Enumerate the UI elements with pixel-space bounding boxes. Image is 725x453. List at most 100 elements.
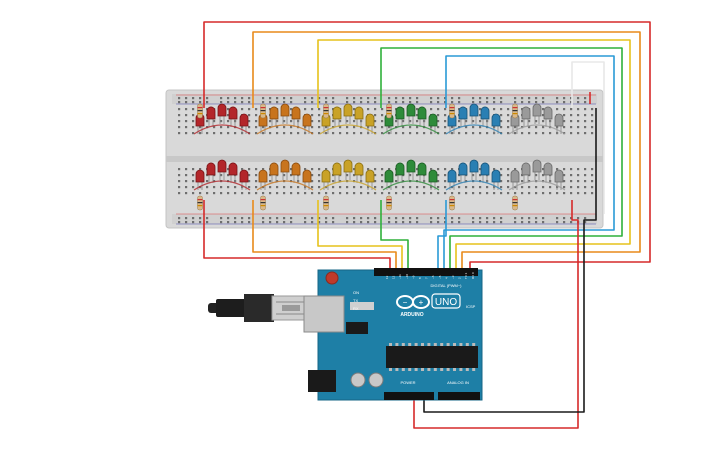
- wire-orange-bottom[interactable]: [252, 200, 397, 272]
- wire-red-power[interactable]: [413, 200, 579, 429]
- capacitor-2: [368, 372, 384, 388]
- led-green[interactable]: [417, 162, 427, 183]
- digital-pin-label: TX 1: [464, 272, 468, 279]
- led-white[interactable]: [554, 169, 564, 190]
- resistor[interactable]: [197, 195, 203, 211]
- led-array: [193, 103, 566, 211]
- digital-pin-label: 2: [458, 277, 462, 279]
- usb-cable: [208, 294, 313, 322]
- resistor[interactable]: [386, 103, 392, 119]
- led-bus-orange: [256, 124, 314, 135]
- digital-pin-label: ~11: [398, 274, 402, 279]
- led-bus-green: [382, 124, 440, 135]
- arduino-logo: − +: [396, 295, 430, 309]
- led-red[interactable]: [206, 106, 216, 127]
- led-bus-yellow: [319, 124, 377, 135]
- uno-logo-text: UNO: [435, 297, 457, 308]
- led-red[interactable]: [206, 162, 216, 183]
- led-yellow[interactable]: [365, 169, 375, 190]
- wire-red-bottom[interactable]: [203, 200, 391, 272]
- led-white[interactable]: [532, 103, 542, 124]
- led-white[interactable]: [510, 169, 520, 190]
- resistor[interactable]: [512, 103, 518, 119]
- resistor[interactable]: [449, 103, 455, 119]
- led-red[interactable]: [195, 169, 205, 190]
- wire-yellow-top[interactable]: [317, 39, 631, 272]
- wire-blue-bottom[interactable]: [437, 200, 447, 272]
- led-red[interactable]: [217, 159, 227, 180]
- led-green[interactable]: [384, 169, 394, 190]
- led-red[interactable]: [239, 113, 249, 134]
- led-green[interactable]: [406, 159, 416, 180]
- led-blue[interactable]: [491, 169, 501, 190]
- wire-yellow-bottom[interactable]: [317, 200, 403, 272]
- tx-label: TX: [353, 298, 358, 303]
- wire-red-top[interactable]: [203, 21, 651, 272]
- digital-header-label: DIGITAL (PWM~): [431, 283, 463, 288]
- led-blue[interactable]: [469, 103, 479, 124]
- led-yellow[interactable]: [343, 159, 353, 180]
- wire-orange-top[interactable]: [252, 31, 641, 272]
- led-white[interactable]: [521, 106, 531, 127]
- resistor[interactable]: [512, 195, 518, 211]
- led-blue[interactable]: [491, 113, 501, 134]
- wire-black-ground[interactable]: [423, 108, 597, 413]
- digital-pin-label: ~10: [405, 274, 409, 279]
- digital-header[interactable]: [374, 268, 478, 276]
- led-green[interactable]: [417, 106, 427, 127]
- digital-pin-label: 7: [425, 277, 429, 279]
- led-bus-yellow: [319, 180, 377, 191]
- led-orange[interactable]: [291, 162, 301, 183]
- analog-header[interactable]: [438, 392, 480, 400]
- led-blue[interactable]: [469, 159, 479, 180]
- wire-green-bottom[interactable]: [380, 200, 409, 272]
- svg-text:+: +: [419, 298, 424, 307]
- resistor[interactable]: [323, 103, 329, 119]
- led-yellow[interactable]: [354, 162, 364, 183]
- led-white[interactable]: [532, 159, 542, 180]
- resistor[interactable]: [449, 195, 455, 211]
- led-green[interactable]: [395, 106, 405, 127]
- wire-white-top[interactable]: [571, 61, 605, 214]
- led-yellow[interactable]: [365, 113, 375, 134]
- led-orange[interactable]: [280, 159, 290, 180]
- led-blue[interactable]: [458, 162, 468, 183]
- wire-blue-top[interactable]: [443, 55, 615, 272]
- resistor[interactable]: [197, 103, 203, 119]
- led-blue[interactable]: [480, 106, 490, 127]
- led-blue[interactable]: [447, 169, 457, 190]
- led-white[interactable]: [543, 162, 553, 183]
- led-orange[interactable]: [258, 169, 268, 190]
- breadboard-rail-lines: [176, 94, 596, 225]
- led-orange[interactable]: [302, 113, 312, 134]
- led-orange[interactable]: [269, 106, 279, 127]
- digital-pin-label: ~9: [411, 275, 415, 279]
- digital-pin-label: ~3: [451, 275, 455, 279]
- led-yellow[interactable]: [343, 103, 353, 124]
- led-orange[interactable]: [269, 162, 279, 183]
- led-white[interactable]: [554, 113, 564, 134]
- led-red[interactable]: [239, 169, 249, 190]
- power-header[interactable]: [384, 392, 434, 400]
- led-red[interactable]: [217, 103, 227, 124]
- led-orange[interactable]: [291, 106, 301, 127]
- resistor[interactable]: [260, 195, 266, 211]
- led-green[interactable]: [406, 103, 416, 124]
- on-label: ON: [353, 290, 359, 295]
- resistor[interactable]: [260, 103, 266, 119]
- resistor[interactable]: [386, 195, 392, 211]
- reset-button[interactable]: [325, 271, 339, 285]
- led-bus-orange: [256, 180, 314, 191]
- digital-pin-label: 13: [385, 275, 389, 279]
- wire-green-top[interactable]: [380, 47, 623, 272]
- led-yellow[interactable]: [321, 169, 331, 190]
- led-bus-blue: [445, 124, 503, 135]
- digital-pin-label: 12: [392, 275, 396, 279]
- resistor[interactable]: [323, 195, 329, 211]
- led-orange[interactable]: [280, 103, 290, 124]
- crystal: [350, 302, 374, 310]
- digital-pin-label: ~5: [438, 275, 442, 279]
- led-red[interactable]: [228, 106, 238, 127]
